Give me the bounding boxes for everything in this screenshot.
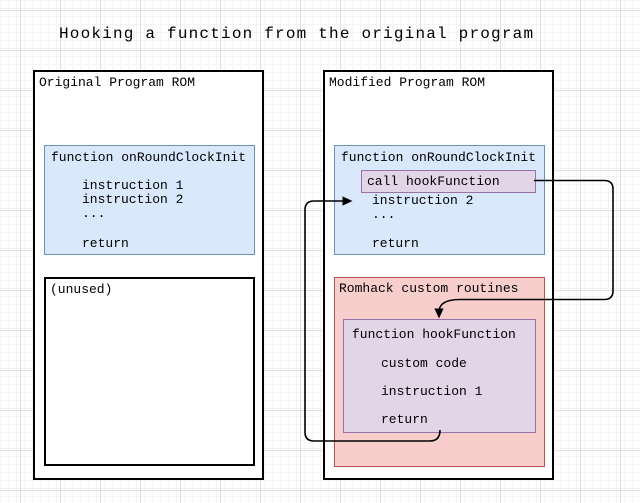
code-line: ... — [372, 207, 396, 222]
romhack-routines-box: Romhack custom routines function hookFun… — [334, 277, 545, 467]
code-line: return — [82, 236, 129, 251]
modified-rom-label: Modified Program ROM — [329, 75, 486, 90]
romhack-routines-label: Romhack custom routines — [339, 281, 519, 296]
unused-label: (unused) — [50, 282, 113, 297]
modified-function-block: function onRoundClockInit call hookFunct… — [334, 145, 545, 255]
code-line: instruction 1 — [381, 384, 483, 399]
diagram-title: Hooking a function from the original pro… — [59, 25, 535, 43]
unused-region-box: (unused) — [44, 277, 255, 466]
code-line: function onRoundClockInit — [341, 150, 537, 165]
hook-call-box: call hookFunction — [361, 170, 536, 193]
code-line: ... — [82, 206, 106, 221]
code-line: instruction 2 — [82, 192, 184, 207]
code-line: instruction 1 — [82, 178, 184, 193]
code-line: instruction 2 — [372, 193, 474, 208]
code-line: custom code — [381, 356, 467, 371]
code-line: return — [372, 236, 419, 251]
original-function-block: function onRoundClockInit instruction 1 … — [44, 145, 255, 255]
hook-function-block: function hookFunction custom code instru… — [343, 319, 536, 433]
code-line: function hookFunction — [352, 327, 516, 342]
code-line: call hookFunction — [367, 174, 500, 189]
code-line: return — [381, 412, 428, 427]
code-line: function onRoundClockInit — [51, 150, 247, 165]
original-rom-label: Original Program ROM — [39, 75, 196, 90]
